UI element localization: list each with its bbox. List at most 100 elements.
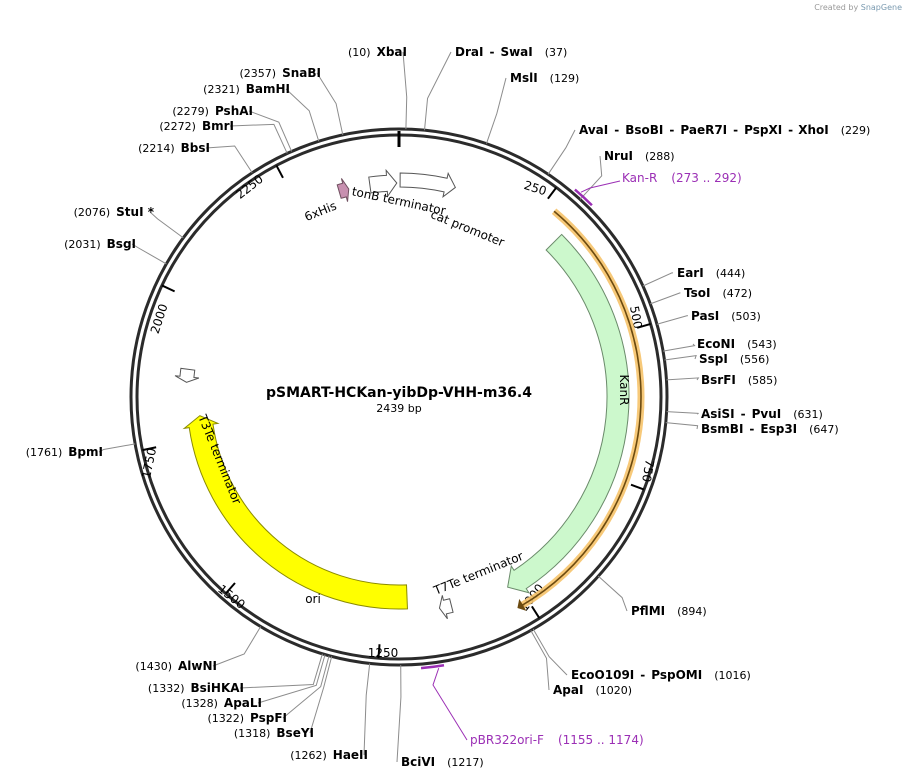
enzyme-leader-line <box>205 145 253 174</box>
primer-leader-line <box>580 180 621 193</box>
enzyme-label: (1332)BsiHKAI <box>148 681 244 695</box>
enzyme-leader-line <box>396 664 402 763</box>
plasmid-length: 2439 bp <box>376 402 421 415</box>
enzyme-separator: - <box>489 45 494 59</box>
enzyme-name: BpmI <box>68 445 103 459</box>
primer-arc <box>574 188 593 207</box>
primer-arc <box>420 664 445 670</box>
tick-mark-2250 <box>275 164 284 179</box>
enzyme-leader-line <box>402 51 408 130</box>
enzyme-separator: - <box>788 123 793 137</box>
enzyme-position: (556) <box>740 353 770 366</box>
t3te-terminator-feature <box>174 367 200 383</box>
enzyme-name: DraI <box>455 45 483 59</box>
enzyme-separator: - <box>669 123 674 137</box>
enzyme-leader-line <box>664 354 697 361</box>
enzyme-name: BmrI <box>202 119 234 133</box>
enzyme-position: (1016) <box>714 669 751 682</box>
enzyme-label: (1430)AlwNI <box>135 659 217 673</box>
enzyme-leader-line <box>665 422 699 430</box>
enzyme-leader-line <box>98 443 136 453</box>
enzyme-label: (1322)PspFI <box>207 711 287 725</box>
enzyme-position: (2214) <box>138 142 175 155</box>
enzyme-position: (1020) <box>595 684 632 697</box>
tick-mark-1500 <box>224 582 236 595</box>
primer-label: Kan-R(273 .. 292) <box>622 171 742 185</box>
tick-mark-1000 <box>531 605 541 619</box>
enzyme-label: EcoNI (543) <box>697 337 777 351</box>
enzyme-label: (2214) BbsI <box>138 141 210 155</box>
enzyme-position: (444) <box>716 267 746 280</box>
enzyme-name: NruI <box>604 149 633 163</box>
enzyme-name: BbsI <box>181 141 210 155</box>
enzyme-leader-line <box>248 110 293 152</box>
enzyme-name: SnaBI <box>282 66 321 80</box>
primer-name: pBR322ori-F <box>470 733 544 747</box>
enzyme-leader-line <box>485 77 507 144</box>
enzyme-label: (1761)BpmI <box>26 445 103 459</box>
enzyme-position: (2031) <box>64 238 101 251</box>
enzyme-name: EarI <box>677 266 704 280</box>
enzyme-position: (2076) <box>74 206 111 219</box>
enzyme-label: (2321) BamHI <box>203 82 290 96</box>
enzyme-leader-line <box>642 272 674 287</box>
enzyme-leader-line <box>363 663 371 756</box>
enzyme-position: (229) <box>841 124 871 137</box>
enzyme-leader-line <box>239 653 323 689</box>
enzyme-label: NruI (288) <box>604 149 675 163</box>
enzyme-position: (543) <box>747 338 777 351</box>
enzyme-name: PaeR7I <box>680 123 727 137</box>
enzyme-position: (2272) <box>159 120 196 133</box>
enzyme-leader-line <box>547 129 576 175</box>
enzyme-name: PspOMI <box>651 668 702 682</box>
enzyme-position: (585) <box>748 374 778 387</box>
primer-label: pBR322ori-F(1155 .. 1174) <box>470 733 644 747</box>
tick-label-2000: 2000 <box>148 302 171 335</box>
tick-mark-750 <box>630 483 645 491</box>
enzyme-position: (288) <box>645 150 675 163</box>
enzyme-label: TsoI(472) <box>684 286 752 300</box>
enzyme-position: (503) <box>731 310 761 323</box>
plasmid-name: pSMART-HCKan-yibDp-VHH-m36.4 <box>266 385 532 401</box>
enzyme-position: (1430) <box>135 660 172 673</box>
enzyme-leader-line <box>316 72 344 136</box>
enzyme-label: (2076) StuI * <box>74 205 155 219</box>
enzyme-name: PasI <box>691 309 719 323</box>
enzyme-name: StuI * <box>116 205 155 219</box>
enzyme-name: BsoBI <box>625 123 663 137</box>
orf-arrowhead <box>517 598 527 611</box>
enzyme-name: PspFI <box>250 711 287 725</box>
enzyme-position: (1318) <box>234 727 271 740</box>
enzyme-leader-line <box>579 155 603 200</box>
enzyme-leader-line <box>424 51 452 131</box>
enzyme-label: (2279)PshAI <box>172 104 253 118</box>
enzyme-name: MslI <box>510 71 538 85</box>
enzyme-label: PflMI(894) <box>631 604 707 618</box>
enzyme-name: PspXI <box>744 123 782 137</box>
enzyme-name: BsgI <box>107 237 136 251</box>
enzyme-leader-line <box>666 411 699 415</box>
enzyme-label: (1318)BseYI <box>234 726 314 740</box>
enzyme-name: PshAI <box>215 104 253 118</box>
enzyme-name: BamHI <box>246 82 290 96</box>
enzyme-name: ApaI <box>553 683 583 697</box>
enzyme-name: EcoNI <box>697 337 735 351</box>
enzyme-position: (2321) <box>203 83 240 96</box>
snapgene-credit: Created by SnapGene <box>814 3 902 12</box>
enzyme-leader-line <box>257 654 326 704</box>
enzyme-name: SwaI <box>500 45 532 59</box>
enzyme-label: ApaI (1020) <box>553 683 632 697</box>
enzyme-position: (1332) <box>148 682 185 695</box>
enzyme-leader-line <box>666 377 700 381</box>
cat-promoter-feature <box>399 171 457 198</box>
enzyme-name: HaeII <box>333 748 368 762</box>
enzyme-leader-line <box>530 630 550 691</box>
t7te-terminator-feature <box>438 595 454 620</box>
feature-label: ori <box>305 592 321 606</box>
tick-mark-1250 <box>377 644 381 659</box>
enzyme-label: (1262)HaeII <box>290 748 368 762</box>
enzyme-position: (1217) <box>447 756 484 769</box>
enzyme-name: AvaI <box>579 123 608 137</box>
tick-label-1250: 1250 <box>368 646 399 660</box>
